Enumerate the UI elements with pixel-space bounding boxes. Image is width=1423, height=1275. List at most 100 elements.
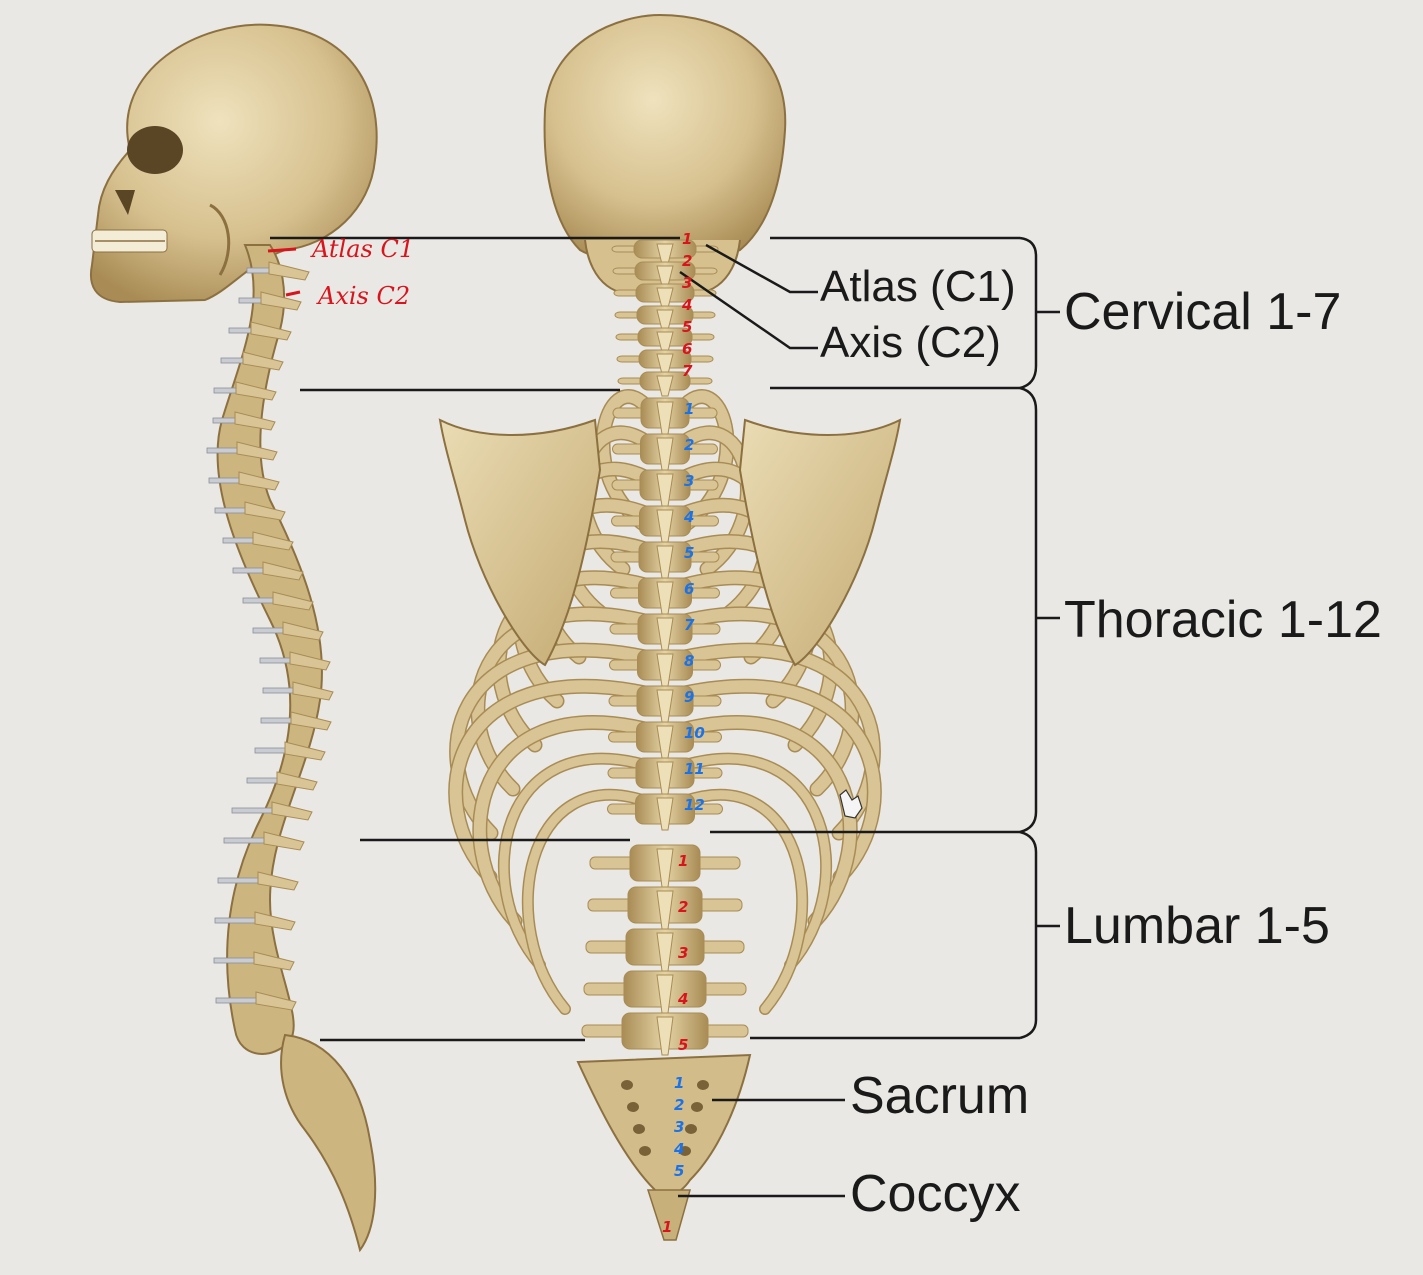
vertebra (617, 371, 713, 397)
cervical-number: 6 (682, 340, 693, 358)
disc (220, 357, 244, 364)
disc (228, 327, 252, 334)
atlas-leader (705, 243, 818, 294)
vertebra (581, 1012, 749, 1056)
disc (242, 597, 274, 604)
sacral-number: 1 (674, 1074, 685, 1092)
lateral-spine-view (90, 23, 378, 1253)
disc (246, 267, 270, 274)
spinous-process (263, 831, 305, 851)
thoracic-label: Thoracic 1-12 (1064, 591, 1382, 649)
vertebra (612, 397, 718, 435)
spinous-process (253, 951, 295, 971)
spinous-process (252, 531, 294, 551)
axis-label: Axis (C2) (820, 318, 1001, 367)
vertebra (613, 283, 717, 309)
thoracic-number: 8 (684, 652, 695, 670)
lateral-sacrum-coccyx (280, 1033, 377, 1253)
disc (213, 387, 237, 394)
lumbar-bracket (1019, 830, 1038, 1040)
disc (252, 627, 284, 634)
spinous-process (262, 561, 304, 581)
disc (262, 687, 294, 694)
cervical-number: 3 (682, 274, 693, 292)
spinous-process (276, 771, 318, 791)
disc (223, 837, 265, 844)
thoracic-number: 4 (684, 508, 695, 526)
rib-pair (449, 642, 881, 841)
vertebra (609, 649, 721, 687)
lumbar-number: 4 (678, 990, 689, 1008)
vertebra (611, 469, 719, 507)
rib-pair (521, 788, 809, 1015)
disc (214, 917, 256, 924)
spinous-process (257, 871, 299, 891)
thoracic-number: 7 (684, 616, 695, 634)
disc (214, 507, 246, 514)
vertebra (612, 261, 718, 287)
thoracic-number: 12 (684, 796, 705, 814)
cervical-label: Cervical 1-7 (1064, 283, 1342, 341)
vertebra (589, 844, 741, 888)
disc (259, 657, 291, 664)
spinous-process (292, 681, 334, 701)
spinous-process (271, 801, 313, 821)
cervical-number: 4 (682, 296, 693, 314)
rib-pair (470, 606, 860, 797)
spinous-process (242, 351, 284, 371)
sacral-number: 3 (674, 1118, 685, 1136)
disc (238, 297, 262, 304)
vertebra (607, 757, 723, 795)
thoracic-bracket (1019, 386, 1038, 834)
vertebra (585, 928, 745, 972)
thoracic-number: 5 (684, 544, 695, 562)
lumbar-number: 5 (678, 1036, 689, 1054)
thoracic-number: 3 (684, 472, 695, 490)
spinous-process (254, 911, 296, 931)
right-scapula (738, 418, 902, 667)
posterior-spine-view (438, 13, 902, 1241)
thoracic-number: 1 (684, 400, 695, 418)
spinous-process (234, 411, 276, 431)
coccyx (646, 1189, 691, 1241)
disc (232, 567, 264, 574)
spinous-process (235, 381, 277, 401)
sacrum-label: Sacrum (850, 1067, 1030, 1125)
vertebra (611, 239, 719, 265)
disc (231, 807, 273, 814)
vertebra (587, 886, 743, 930)
disc (213, 957, 255, 964)
lumbar-label: Lumbar 1-5 (1064, 897, 1330, 955)
spinous-process (238, 471, 280, 491)
thoracic-number: 11 (684, 760, 705, 778)
vertebra (610, 577, 720, 615)
spinous-process (289, 651, 331, 671)
eye-socket (127, 126, 183, 174)
disc (260, 717, 292, 724)
posterior-vertebrae (581, 239, 749, 1056)
sacral-number: 2 (674, 1096, 685, 1114)
spinous-process (250, 321, 292, 341)
spinous-process (290, 711, 332, 731)
sacrum (576, 1053, 752, 1197)
spinous-process (236, 441, 278, 461)
cervical-bracket (1019, 236, 1038, 390)
spinous-process (244, 501, 286, 521)
thoracic-number: 2 (684, 436, 695, 454)
vertebra (608, 721, 722, 759)
left-scapula (438, 418, 602, 667)
cervical-number: 2 (682, 252, 693, 270)
handwritten-atlas-note: Atlas C1 (312, 235, 415, 263)
lumbar-number: 3 (678, 944, 689, 962)
disc (215, 997, 257, 1004)
rib-pair (472, 715, 858, 929)
annotation-marks (267, 247, 301, 297)
lateral-spinous-processes (234, 261, 334, 1011)
sacral-number: 4 (674, 1140, 685, 1158)
vertebra (612, 433, 718, 471)
vertebra (614, 305, 716, 331)
cervical-number: 5 (682, 318, 693, 336)
disc (206, 447, 238, 454)
axis-leader (679, 270, 818, 350)
